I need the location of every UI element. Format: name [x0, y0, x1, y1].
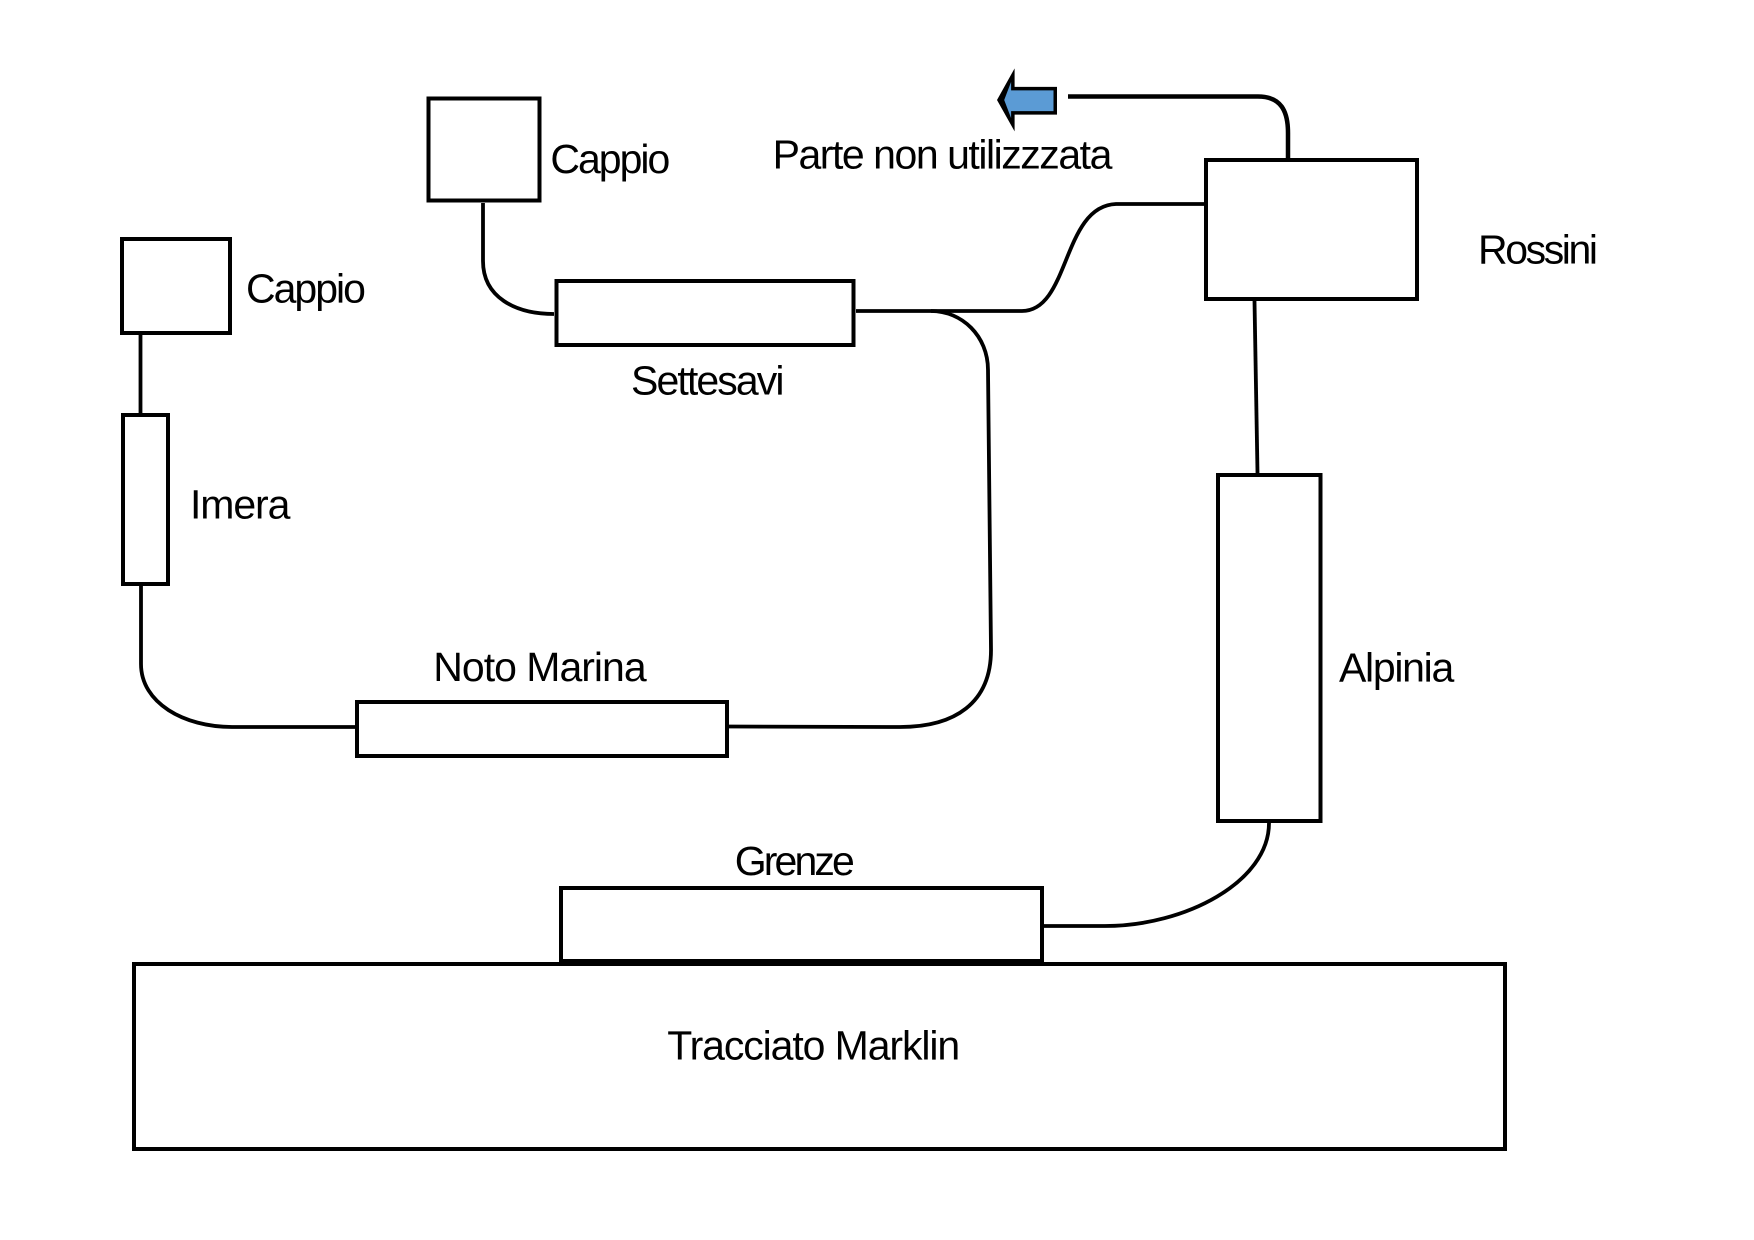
svg-text:Settesavi: Settesavi [631, 358, 783, 404]
svg-text:Imera: Imera [190, 482, 291, 528]
svg-text:Cappio: Cappio [550, 136, 669, 182]
svg-text:Grenze: Grenze [735, 838, 853, 884]
svg-text:Noto Marina: Noto Marina [433, 644, 647, 690]
svg-text:Alpinia: Alpinia [1339, 645, 1454, 691]
svg-text:Cappio: Cappio [246, 266, 365, 312]
svg-text:Parte non utilizzzata: Parte non utilizzzata [773, 132, 1113, 178]
svg-text:Rossini: Rossini [1478, 227, 1596, 273]
svg-text:Tracciato Marklin: Tracciato Marklin [667, 1022, 959, 1068]
